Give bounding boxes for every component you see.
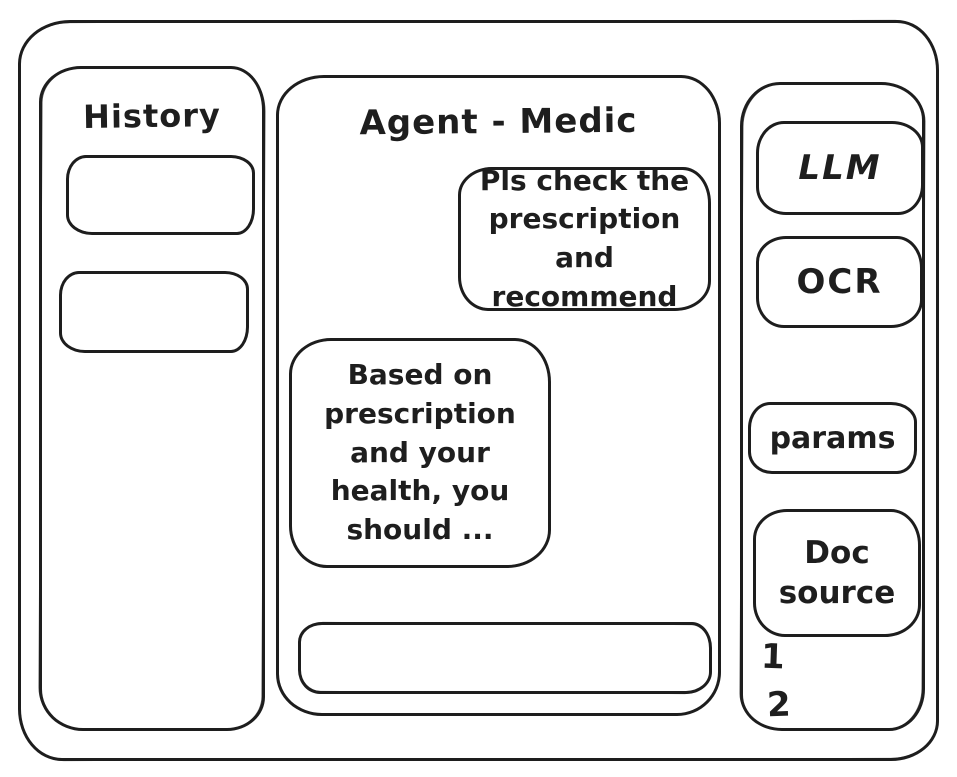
doc-source-item-2: 2 [766,684,792,726]
history-panel: History [39,66,265,731]
chat-title: Agent - Medic [359,100,638,144]
user-message-bubble: Pls check the prescription and recommend [458,164,711,313]
doc-source-item-1: 1 [760,636,786,678]
history-item-1[interactable] [66,155,255,235]
params-button[interactable]: params [748,402,917,474]
doc-source-button[interactable]: Doc source [753,509,921,637]
message-input-box[interactable] [298,622,712,694]
message-input[interactable] [301,625,709,691]
history-item-2[interactable] [59,271,249,353]
llm-button[interactable]: LLM [756,121,924,215]
tools-panel: LLM OCR params Doc source 1 2 [740,82,925,731]
agent-message-bubble: Based on prescription and your health, y… [289,338,551,568]
history-title: History [82,96,222,136]
chat-panel: Agent - Medic Pls check the prescription… [276,75,721,716]
ocr-button[interactable]: OCR [756,236,923,328]
app-window: History Agent - Medic Pls check the pres… [18,20,939,761]
